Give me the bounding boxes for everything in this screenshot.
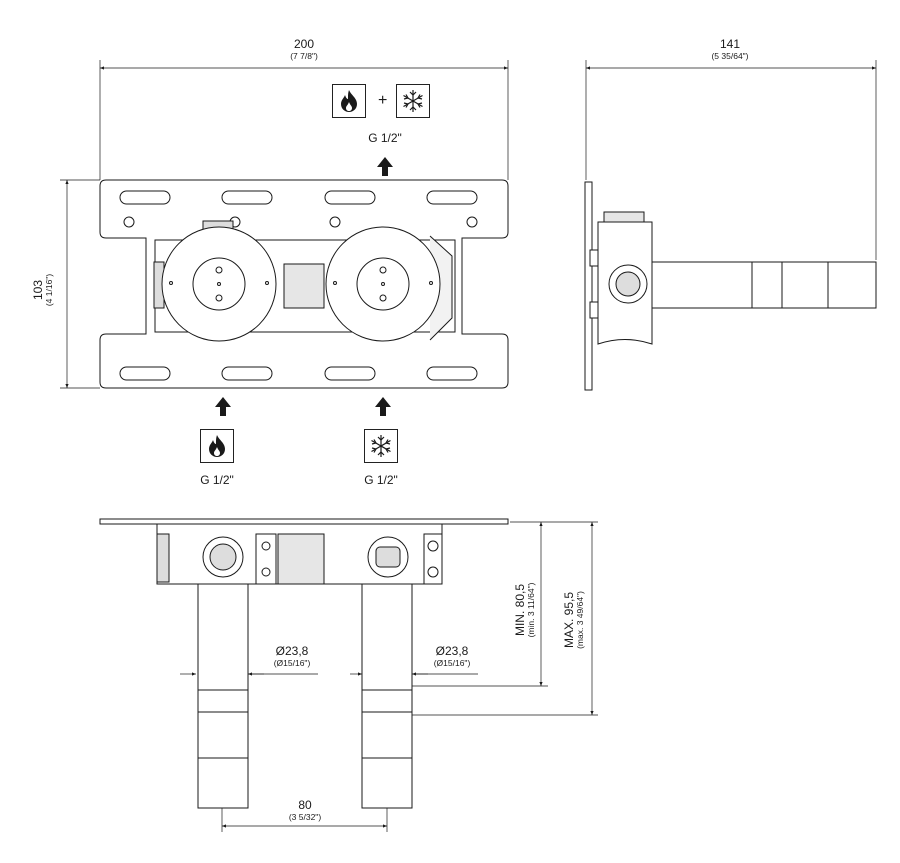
min-depth-label: MIN. 80,5 (min. 3 11/64") [513, 582, 536, 638]
outlet-flame-icon [332, 84, 366, 118]
outlet-thread: G 1/2" [368, 131, 402, 145]
inlet-hot-flame-icon [200, 429, 234, 463]
dimension-141-line [585, 60, 877, 260]
pipe-right [361, 583, 413, 809]
height-103-label: 103 (4 1/16") [31, 273, 54, 307]
height-103-imperial: (4 1/16") [43, 273, 54, 307]
pipe-right-imperial: (Ø15/16") [433, 658, 471, 668]
dimension-103-line [60, 179, 100, 389]
plus-sign: + [378, 92, 388, 109]
height-103-value: 103 [31, 279, 46, 301]
max-depth-label: MAX. 95,5 (max. 3 49/64") [562, 591, 585, 649]
inlet-cold-thread: G 1/2" [364, 473, 398, 487]
max-depth-value: MAX. 95,5 [562, 591, 577, 649]
min-depth-imperial: (min. 3 11/64") [525, 582, 536, 638]
arrow-up-hot-icon [215, 397, 231, 416]
inlet-cold-snowflake-icon [364, 429, 398, 463]
pipe-right-diameter: Ø23,8 [435, 644, 469, 658]
width-200-value: 200 [293, 37, 315, 51]
dimension-max-line [412, 521, 598, 716]
inlet-hot-thread: G 1/2" [200, 473, 234, 487]
width-141-value: 141 [719, 37, 741, 51]
pipe-left [197, 583, 249, 809]
front-view [99, 179, 509, 389]
dimension-200-line [99, 60, 509, 180]
dimension-min-line [412, 521, 548, 687]
bottom-plate [99, 518, 509, 525]
max-depth-imperial: (max. 3 49/64") [574, 591, 585, 649]
outlet-snowflake-icon [396, 84, 430, 118]
arrow-up-outlet-icon [377, 157, 393, 176]
spacing-80-value: 80 [298, 798, 312, 812]
side-pipe [651, 261, 877, 309]
side-plate [584, 181, 593, 391]
width-141-imperial: (5 35/64") [711, 51, 749, 61]
spacing-80-imperial: (3 5/32") [288, 812, 322, 822]
pipe-left-diameter: Ø23,8 [275, 644, 309, 658]
side-view [584, 181, 877, 391]
width-200-imperial: (7 7/8") [290, 51, 318, 61]
bottom-view [99, 518, 509, 809]
min-depth-value: MIN. 80,5 [513, 583, 528, 637]
pipe-left-imperial: (Ø15/16") [273, 658, 311, 668]
arrow-up-cold-icon [375, 397, 391, 416]
